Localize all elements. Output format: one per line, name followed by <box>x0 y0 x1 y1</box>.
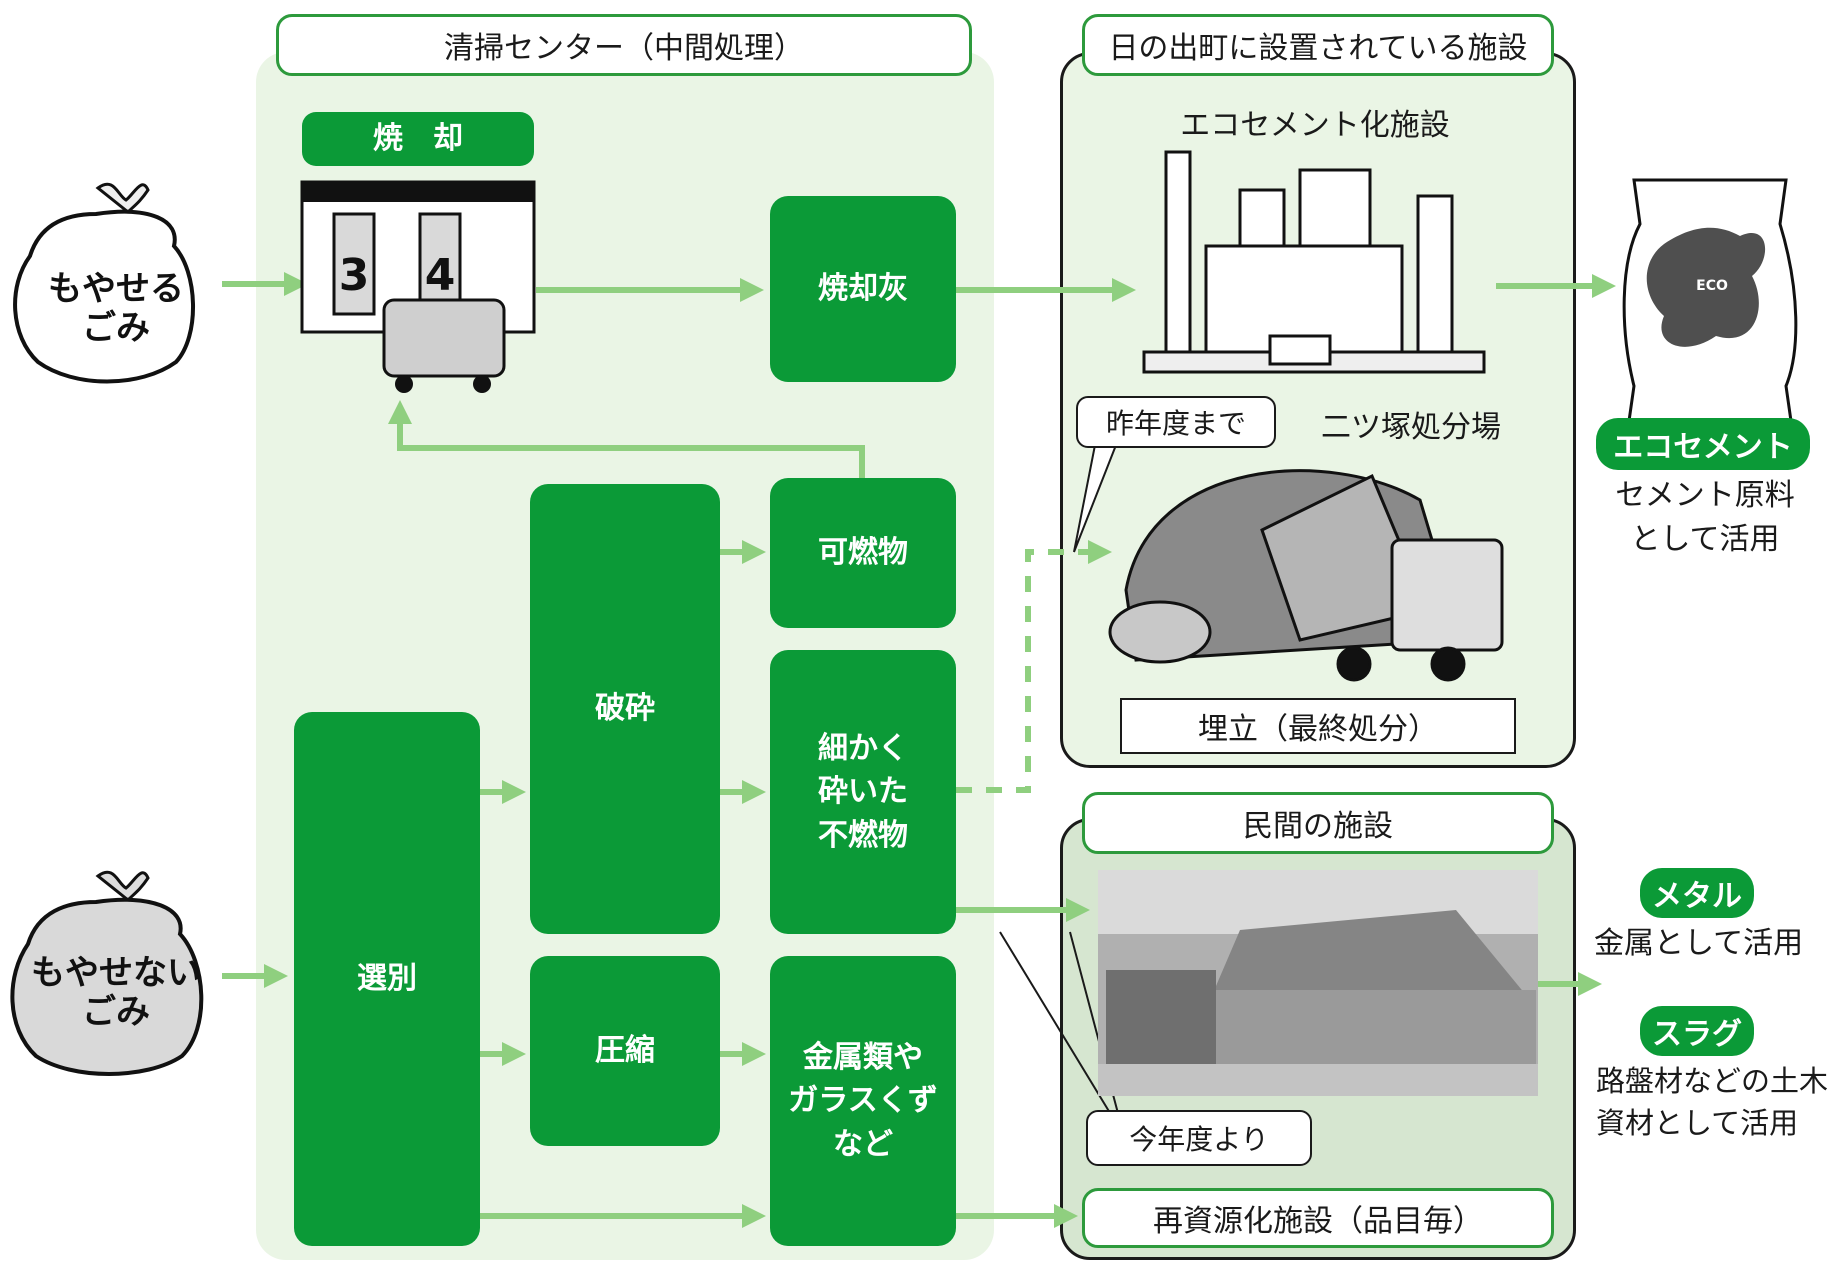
slag-product-label: スラグ <box>1640 1006 1754 1056</box>
callout-pointer-last-year <box>1073 439 1119 553</box>
furnace-number-4: 4 <box>425 250 456 301</box>
ecocement-product-desc: セメント原料 として活用 <box>1615 478 1795 557</box>
private-facilities-title: 民間の施設 <box>1082 792 1554 854</box>
recycling-facility-label: 再資源化施設（品目毎） <box>1082 1188 1554 1248</box>
from-this-year-note: 今年度より <box>1086 1110 1312 1166</box>
combustibles-box: 可燃物 <box>770 478 956 628</box>
ecocement-product-label: エコセメント <box>1596 418 1810 470</box>
futatsuzuka-landfill-label: 二ツ塚処分場 <box>1321 410 1501 445</box>
metal-product-desc: 金属として活用 <box>1594 926 1804 961</box>
landfill-truck-illustration <box>1108 469 1504 682</box>
furnace-number-3: 3 <box>339 250 370 301</box>
garbage-truck-icon <box>382 298 506 378</box>
crushing-box: 破砕 <box>530 484 720 934</box>
incineration-label: 焼 却 <box>302 112 534 166</box>
burnable-garbage-label: もやせる ごみ <box>48 269 184 349</box>
cleaning-center-title: 清掃センター（中間処理） <box>276 14 972 76</box>
eco-mark: ECO <box>1696 278 1728 294</box>
nonburnable-garbage-label: もやせない ごみ <box>31 953 201 1033</box>
arrow-combustibles-to-incineration <box>388 400 865 478</box>
landfill-final-disposal-label: 埋立（最終処分） <box>1120 698 1516 754</box>
arrow-landfill-dashed <box>956 540 1112 793</box>
metal-product-label: メタル <box>1640 868 1754 918</box>
bag-nonburnable-icon <box>10 870 204 1076</box>
ecocement-facility-illustration <box>1142 150 1486 374</box>
until-last-year-note: 昨年度まで <box>1076 396 1276 448</box>
metal-glass-box: 金属類や ガラスくず など <box>770 956 956 1246</box>
ecocement-facility-label: エコセメント化施設 <box>1180 108 1450 143</box>
incineration-ash-box: 焼却灰 <box>770 196 956 382</box>
ecocement-bag-illustration <box>1622 178 1798 430</box>
bag-burnable-icon <box>13 182 195 384</box>
recycling-plant-photo <box>1098 870 1538 1096</box>
crushed-nonburnable-box: 細かく 砕いた 不燃物 <box>770 650 956 934</box>
hinode-facilities-title: 日の出町に設置されている施設 <box>1082 14 1554 76</box>
slag-product-desc: 路盤材などの土木 資材として活用 <box>1596 1064 1828 1141</box>
sorting-box: 選別 <box>294 712 480 1246</box>
incinerator-illustration <box>300 180 536 393</box>
compression-box: 圧縮 <box>530 956 720 1146</box>
